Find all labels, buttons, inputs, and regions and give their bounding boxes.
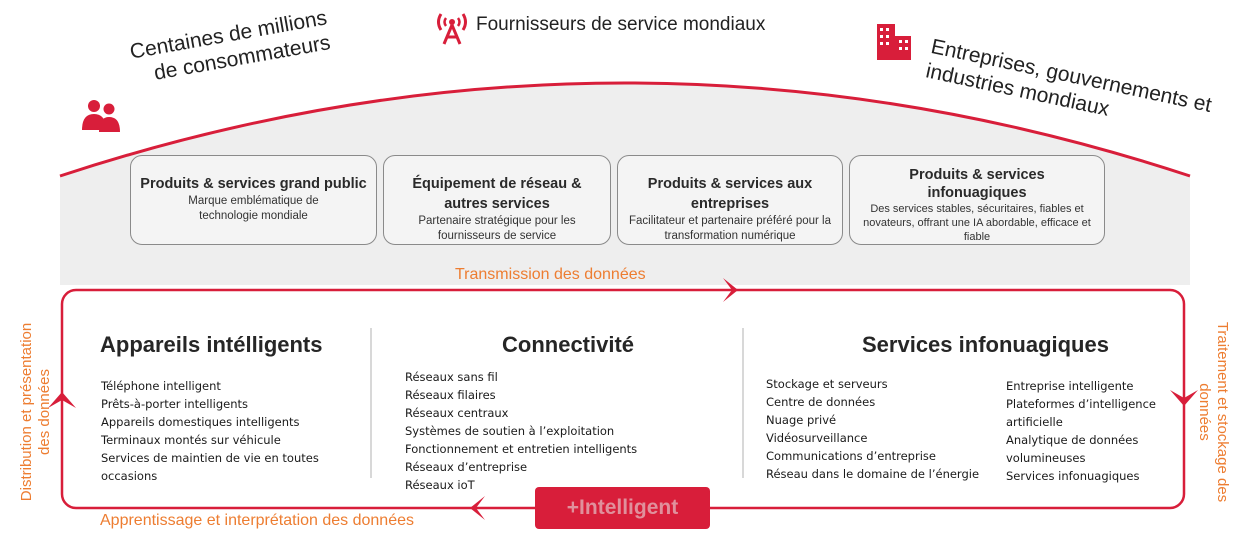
list-item: volumineuses bbox=[1006, 451, 1086, 465]
providers-label: Fournisseurs de service mondiaux bbox=[476, 14, 766, 35]
card-network-equipment: Équipement de réseau & autres services P… bbox=[383, 155, 611, 245]
list-item: Réseaux d’entreprise bbox=[405, 460, 528, 474]
list-item: Communications d’entreprise bbox=[766, 449, 936, 463]
cloud-list-right: Entreprise intelligente Plateformes d’in… bbox=[1006, 377, 1156, 485]
section-title-devices: Appareils intélligents bbox=[100, 332, 323, 357]
connectivity-list: Réseaux sans fil Réseaux filaires Réseau… bbox=[405, 368, 637, 494]
list-item: occasions bbox=[101, 469, 158, 483]
card-description: Des services stables, sécuritaires, fiab… bbox=[863, 203, 1091, 243]
list-item: Réseaux filaires bbox=[405, 388, 496, 402]
list-item: Réseau dans le domaine de l’énergie bbox=[766, 467, 980, 481]
list-item: Analytique de données bbox=[1006, 433, 1139, 447]
card-title: Équipement de réseau & autres services bbox=[412, 176, 582, 212]
list-item: Fonctionnement et entretien intelligents bbox=[405, 442, 638, 456]
list-item: Entreprise intelligente bbox=[1006, 379, 1134, 393]
flow-left-label: Distribution et présentation des données bbox=[18, 267, 54, 557]
flow-right-text: Traitement et stockage des données bbox=[1196, 321, 1231, 503]
list-item: Services infonuagiques bbox=[1006, 469, 1140, 483]
flow-right-label: Traitement et stockage des données bbox=[1195, 267, 1231, 557]
section-title-connectivity: Connectivité bbox=[502, 332, 635, 357]
list-item: Nuage privé bbox=[766, 413, 837, 427]
arrow-up-icon bbox=[48, 392, 76, 408]
card-description: Facilitateur et partenaire préféré pour … bbox=[629, 215, 831, 242]
list-item: Vidéosurveillance bbox=[766, 431, 868, 445]
people-icon bbox=[82, 100, 120, 132]
list-item: Stockage et serveurs bbox=[766, 377, 888, 391]
flow-left-text: Distribution et présentation des données bbox=[18, 322, 53, 502]
card-description: Partenaire stratégique pour les fourniss… bbox=[418, 215, 576, 242]
list-item: Téléphone intelligent bbox=[101, 379, 221, 393]
dome-arc bbox=[59, 81, 1191, 178]
arrow-down-icon bbox=[1170, 390, 1198, 406]
arrow-left-icon bbox=[470, 496, 485, 520]
buildings-icon bbox=[877, 24, 911, 60]
intelligent-button[interactable]: +Intelligent bbox=[535, 487, 710, 529]
divider bbox=[742, 328, 744, 478]
divider bbox=[370, 328, 372, 478]
list-item: Systèmes de soutien à l’exploitation bbox=[405, 424, 615, 438]
devices-list: Téléphone intelligent Prêts-à-porter int… bbox=[101, 377, 319, 485]
list-item: Services de maintien de vie en toutes bbox=[101, 451, 319, 465]
list-item: Réseaux centraux bbox=[405, 406, 509, 420]
card-enterprise-products: Produits & services aux entreprises Faci… bbox=[617, 155, 843, 245]
flow-bottom-label: Apprentissage et interprétation des donn… bbox=[100, 512, 414, 529]
flow-top-label: Transmission des données bbox=[455, 266, 646, 283]
antenna-icon bbox=[437, 13, 467, 45]
card-consumer-products: Produits & services grand public Marque … bbox=[130, 155, 377, 245]
card-title: Produits & services infonuagiques bbox=[909, 167, 1045, 201]
section-title-cloud: Services infonuagiques bbox=[862, 332, 1109, 357]
list-item: Centre de données bbox=[766, 395, 876, 409]
list-item: Plateformes d’intelligence bbox=[1006, 397, 1156, 411]
list-item: Réseaux sans fil bbox=[405, 370, 498, 384]
cloud-list-left: Stockage et serveurs Centre de données N… bbox=[766, 375, 979, 483]
card-title: Produits & services aux entreprises bbox=[647, 176, 813, 212]
list-item: Terminaux montés sur véhicule bbox=[101, 433, 281, 447]
arrow-right-icon bbox=[723, 278, 738, 302]
list-item: artificielle bbox=[1006, 415, 1063, 429]
card-cloud-products: Produits & services infonuagiques Des se… bbox=[849, 155, 1105, 245]
list-item: Appareils domestiques intelligents bbox=[101, 415, 300, 429]
card-title: Produits & services grand public bbox=[140, 176, 367, 192]
card-description: Marque emblématique de technologie mondi… bbox=[188, 195, 319, 222]
list-item: Réseaux ioT bbox=[405, 478, 475, 492]
list-item: Prêts-à-porter intelligents bbox=[101, 397, 248, 411]
